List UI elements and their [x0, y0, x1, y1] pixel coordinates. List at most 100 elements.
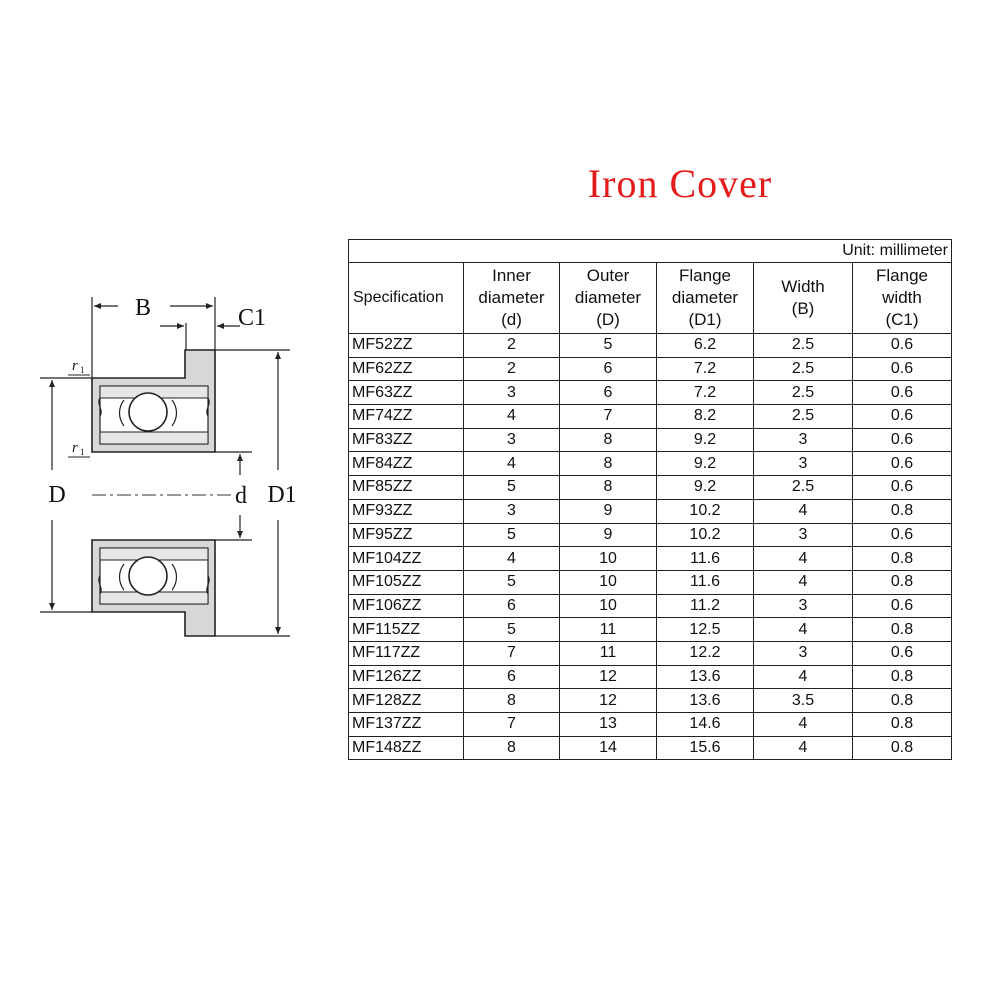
cell-flange-diameter: 7.2 — [656, 356, 754, 382]
cell-width: 4 — [753, 569, 853, 595]
cell-width: 2.5 — [753, 380, 853, 406]
cell-width: 3 — [753, 522, 853, 548]
cell-width: 2.5 — [753, 475, 853, 500]
cell-specification: MF137ZZ — [348, 712, 464, 737]
cell-specification: MF95ZZ — [348, 522, 464, 548]
header-inner-diameter: Inner diameter (d) — [463, 262, 560, 334]
cell-outer-diameter: 6 — [559, 380, 657, 406]
cell-flange-width: 0.8 — [851, 735, 953, 761]
header-line: (d) — [501, 310, 522, 329]
cell-specification: MF84ZZ — [348, 451, 464, 477]
cell-specification: MF117ZZ — [348, 640, 464, 666]
cell-specification: MF104ZZ — [348, 546, 464, 571]
header-specification: Specification — [348, 262, 464, 334]
header-line: Specification — [353, 289, 444, 306]
cell-width: 3 — [753, 593, 853, 619]
cell-width: 3.5 — [753, 688, 853, 713]
header-line: Inner — [492, 266, 531, 285]
cell-flange-diameter: 8.2 — [656, 404, 754, 429]
cell-flange-width: 0.6 — [851, 333, 953, 358]
cell-inner-diameter: 5 — [463, 475, 560, 500]
header-line: Flange — [876, 266, 928, 285]
bearing-spec-table: Unit: millimeter Specification Inner diame… — [347, 239, 953, 761]
cell-inner-diameter: 3 — [463, 498, 560, 524]
cell-outer-diameter: 8 — [559, 427, 657, 453]
cell-flange-diameter: 10.2 — [656, 498, 754, 524]
cell-width: 2.5 — [753, 404, 853, 429]
cell-inner-diameter: 4 — [463, 546, 560, 571]
page-title: Iron Cover — [587, 161, 773, 206]
cell-inner-diameter: 8 — [463, 735, 560, 761]
cell-specification: MF105ZZ — [348, 569, 464, 595]
cell-specification: MF126ZZ — [348, 664, 464, 690]
cell-outer-diameter: 9 — [559, 498, 657, 524]
cell-width: 3 — [753, 427, 853, 453]
flanged-bearing-diagram: B C1 D d D1 r 1 r 1 — [40, 295, 297, 637]
cell-specification: MF85ZZ — [348, 475, 464, 500]
cell-width: 4 — [753, 617, 853, 642]
cell-flange-width: 0.8 — [851, 546, 953, 571]
cell-flange-width: 0.6 — [851, 380, 953, 406]
cell-flange-diameter: 11.2 — [656, 593, 754, 619]
cell-inner-diameter: 4 — [463, 451, 560, 477]
cell-outer-diameter: 8 — [559, 451, 657, 477]
header-line: (C1) — [885, 310, 919, 329]
cell-inner-diameter: 2 — [463, 333, 560, 358]
bearing-upper-section — [91, 349, 216, 453]
label-C1: C1 — [238, 305, 266, 331]
cell-flange-width: 0.6 — [851, 522, 953, 548]
cell-flange-width: 0.6 — [851, 593, 953, 619]
cell-flange-diameter: 9.2 — [656, 451, 754, 477]
cell-specification: MF62ZZ — [348, 356, 464, 382]
cell-flange-width: 0.6 — [851, 404, 953, 429]
unit-note: Unit: millimeter — [347, 239, 953, 263]
cell-inner-diameter: 4 — [463, 404, 560, 429]
cell-outer-diameter: 6 — [559, 356, 657, 382]
cell-flange-diameter: 10.2 — [656, 522, 754, 548]
cell-specification: MF74ZZ — [348, 404, 464, 429]
cell-outer-diameter: 10 — [559, 593, 657, 619]
cell-outer-diameter: 10 — [559, 569, 657, 595]
cell-flange-width: 0.6 — [851, 640, 953, 666]
cell-flange-diameter: 12.5 — [656, 617, 754, 642]
cell-outer-diameter: 12 — [559, 664, 657, 690]
cell-specification: MF83ZZ — [348, 427, 464, 453]
cell-inner-diameter: 3 — [463, 380, 560, 406]
label-D1: D1 — [267, 482, 296, 508]
cell-inner-diameter: 2 — [463, 356, 560, 382]
label-d: d — [235, 483, 247, 509]
cell-width: 4 — [753, 664, 853, 690]
header-line: Outer — [586, 266, 630, 285]
cell-width: 4 — [753, 735, 853, 761]
header-line: diameter — [671, 288, 739, 307]
cell-outer-diameter: 10 — [559, 546, 657, 571]
header-line: Width — [781, 277, 825, 296]
label-D: D — [48, 482, 65, 508]
header-line: diameter — [574, 288, 642, 307]
cell-flange-width: 0.8 — [851, 617, 953, 642]
header-line: (B) — [791, 299, 815, 318]
cell-flange-diameter: 9.2 — [656, 427, 754, 453]
cell-specification: MF93ZZ — [348, 498, 464, 524]
cell-flange-diameter: 15.6 — [656, 735, 754, 761]
cell-specification: MF52ZZ — [348, 333, 464, 358]
cell-inner-diameter: 7 — [463, 712, 560, 737]
cell-flange-width: 0.6 — [851, 356, 953, 382]
cell-flange-diameter: 14.6 — [656, 712, 754, 737]
header-line: diameter — [478, 288, 545, 307]
label-r1-top: r — [72, 358, 78, 374]
cell-flange-diameter: 9.2 — [656, 475, 754, 500]
cell-flange-width: 0.8 — [851, 569, 953, 595]
cell-flange-width: 0.6 — [851, 451, 953, 477]
